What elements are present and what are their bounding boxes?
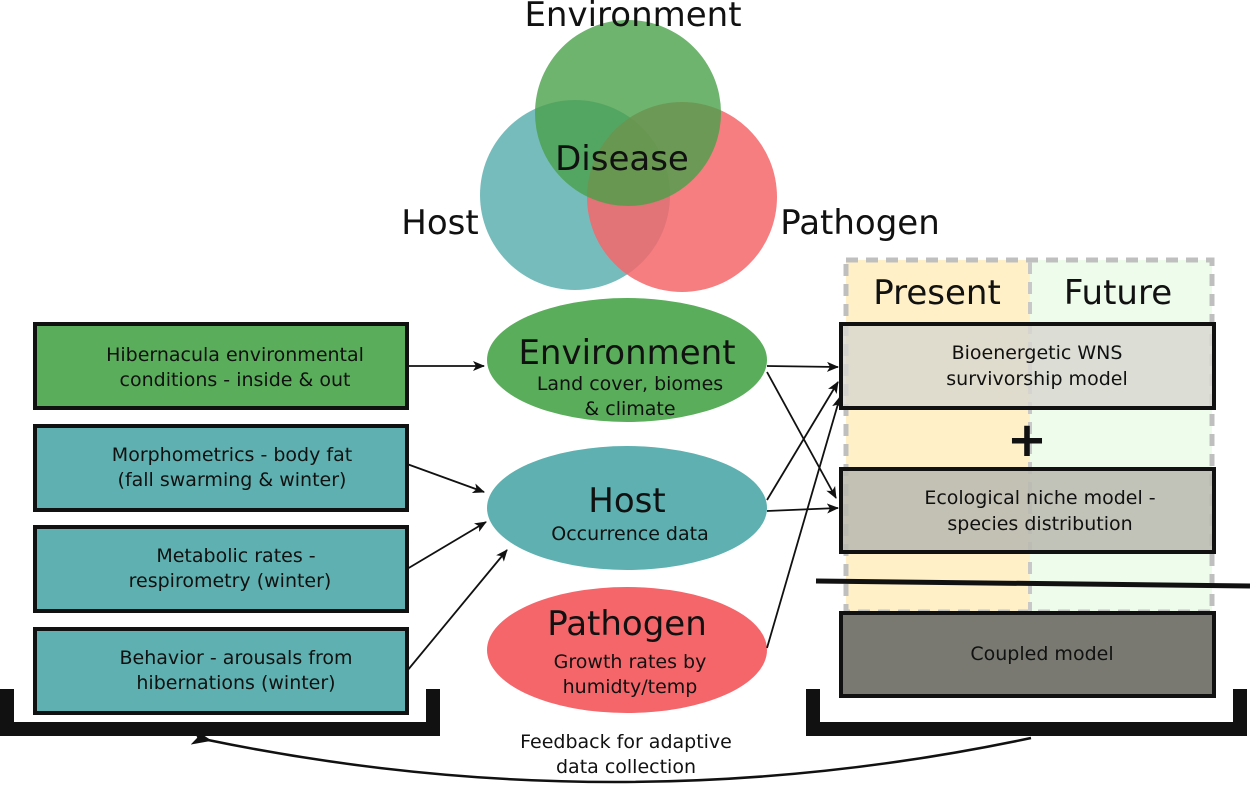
present-label: Present <box>873 273 1001 313</box>
model-box-coupled: Coupled model <box>839 611 1216 698</box>
factor-environment: Environment Land cover, biomes & climate <box>487 298 767 422</box>
data-meta-line-2: respirometry (winter) <box>129 570 332 592</box>
right-bracket <box>806 689 1247 736</box>
data-box-morphometrics: Morphometrics - body fat (fall swarming … <box>33 424 409 512</box>
factor-path-line-1: Growth rates by <box>554 651 707 673</box>
data-box-behavior: Behavior - arousals from hibernations (w… <box>33 627 409 715</box>
niche-line-2: species distribution <box>947 513 1132 535</box>
factor-path-line-2: humidty/temp <box>563 676 698 698</box>
arrow-meta-to-host <box>406 521 487 570</box>
data-box-environment: Hibernacula environmental conditions - i… <box>33 322 409 410</box>
bioenergetic-line-1: Bioenergetic WNS <box>952 342 1123 364</box>
feedback-arrow <box>190 728 1032 784</box>
bioenergetic-line-2: survivorship model <box>946 368 1127 390</box>
venn-environment-label: Environment <box>524 0 741 35</box>
venn-host-label: Host <box>401 203 478 243</box>
arrow-host-to-niche <box>766 503 839 514</box>
arrow-env-to-niche <box>766 371 837 499</box>
factor-env-title: Environment <box>518 333 735 373</box>
venn-environment-circle <box>535 20 721 206</box>
model-box-niche: Ecological niche model - species distrib… <box>839 467 1216 554</box>
factor-host-line-1: Occurrence data <box>551 523 708 545</box>
factor-host-title: Host <box>588 481 665 521</box>
factor-env-line-1: Land cover, biomes <box>537 373 723 395</box>
data-box-metabolic: Metabolic rates - respirometry (winter) <box>33 525 409 613</box>
feedback-line-2: data collection <box>556 756 696 778</box>
data-env-line-1: Hibernacula environmental <box>106 344 364 366</box>
model-box-bioenergetic: Bioenergetic WNS survivorship model <box>839 322 1216 410</box>
data-to-factor-arrows <box>406 361 508 672</box>
data-morph-line-1: Morphometrics - body fat <box>112 444 352 466</box>
arrow-morph-to-host <box>406 463 485 493</box>
arrow-behav-to-host <box>406 549 508 672</box>
niche-line-1: Ecological niche model - <box>924 487 1155 509</box>
data-meta-line-1: Metabolic rates - <box>156 545 315 567</box>
arrow-env-to-bioenergetic <box>766 361 839 372</box>
factor-host: Host Occurrence data <box>487 446 767 570</box>
left-bracket <box>0 689 440 736</box>
venn-center-label: Disease <box>555 139 689 179</box>
future-label: Future <box>1064 273 1172 313</box>
factor-pathogen: Pathogen Growth rates by humidty/temp <box>487 587 767 713</box>
data-morph-line-2: (fall swarming & winter) <box>118 469 347 491</box>
factor-to-model-arrows <box>766 361 842 649</box>
factor-env-line-2: & climate <box>584 398 675 420</box>
arrow-pathogen-to-bioenergetic <box>766 396 842 649</box>
factor-path-title: Pathogen <box>547 604 707 644</box>
arrow-host-to-bioenergetic <box>766 381 839 501</box>
plus-sign: + <box>1007 412 1047 468</box>
venn-diagram: Environment Host Pathogen Disease <box>401 0 940 292</box>
venn-pathogen-label: Pathogen <box>780 203 940 243</box>
data-env-line-2: conditions - inside & out <box>120 369 351 391</box>
coupled-label: Coupled model <box>970 643 1113 665</box>
data-behav-line-1: Behavior - arousals from <box>120 647 353 669</box>
data-behav-line-2: hibernations (winter) <box>136 672 335 694</box>
model-separator-line <box>815 578 1250 589</box>
feedback-line-1: Feedback for adaptive <box>520 731 732 753</box>
